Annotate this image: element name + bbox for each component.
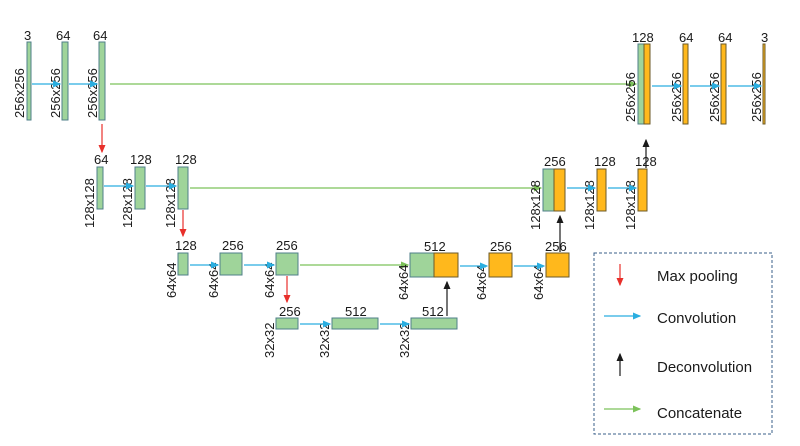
feature-map-block: [98, 41, 106, 121]
feature-map-block: [409, 252, 435, 278]
size-label: 128x128: [582, 180, 597, 230]
channel-label: 64: [56, 28, 70, 43]
channel-label: 256: [544, 154, 566, 169]
size-label: 256x256: [85, 68, 100, 118]
channel-label: 256: [276, 238, 298, 253]
channel-label: 64: [718, 30, 732, 45]
feature-map-block: [433, 252, 459, 278]
size-label: 128x128: [120, 178, 135, 228]
legend-deconvolution-label: Deconvolution: [657, 359, 752, 376]
channel-label: 256: [279, 304, 301, 319]
size-label: 256x256: [749, 72, 764, 122]
size-label: 32x32: [397, 323, 412, 358]
feature-map-block: [762, 43, 766, 125]
size-label: 32x32: [317, 323, 332, 358]
feature-map-block: [331, 317, 379, 330]
feature-map-block: [275, 317, 299, 330]
channel-label: 512: [422, 304, 444, 319]
channel-label: 128: [175, 238, 197, 253]
size-label: 256x256: [707, 72, 722, 122]
feature-map-block: [134, 166, 146, 210]
channel-label: 64: [93, 28, 107, 43]
size-label: 256x256: [669, 72, 684, 122]
feature-map-block: [96, 166, 104, 210]
size-label: 256x256: [623, 72, 638, 122]
feature-map-block: [275, 252, 299, 276]
size-label: 128x128: [163, 178, 178, 228]
feature-map-block: [682, 43, 689, 125]
feature-map-block: [720, 43, 727, 125]
size-label: 64x64: [531, 265, 546, 300]
feature-map-block: [219, 252, 243, 276]
legend-max-pooling-label: Max pooling: [657, 268, 738, 285]
feature-map-block: [488, 252, 513, 278]
feature-map-block: [637, 168, 648, 212]
size-label: 128x128: [82, 178, 97, 228]
size-label: 64x64: [474, 265, 489, 300]
feature-map-block: [61, 41, 69, 121]
channel-label: 128: [635, 154, 657, 169]
channel-label: 128: [632, 30, 654, 45]
size-label: 64x64: [396, 265, 411, 300]
feature-map-block: [26, 41, 32, 121]
channel-label: 64: [679, 30, 693, 45]
legend-concatenate-label: Concatenate: [657, 405, 742, 422]
feature-map-block: [177, 252, 189, 276]
size-label: 128x128: [623, 180, 638, 230]
channel-label: 256: [222, 238, 244, 253]
feature-map-block: [643, 43, 651, 125]
feature-map-block: [542, 168, 555, 212]
feature-map-block: [410, 317, 458, 330]
feature-map-block: [596, 168, 607, 212]
channel-label: 3: [24, 28, 31, 43]
legend-convolution-label: Convolution: [657, 310, 736, 327]
size-label: 128x128: [528, 180, 543, 230]
size-label: 64x64: [262, 263, 277, 298]
channel-label: 512: [424, 239, 446, 254]
size-label: 256x256: [48, 68, 63, 118]
legend-box: [593, 252, 773, 435]
size-label: 256x256: [12, 68, 27, 118]
size-label: 32x32: [262, 323, 277, 358]
feature-map-block: [553, 168, 566, 212]
channel-label: 256: [490, 239, 512, 254]
channel-label: 3: [761, 30, 768, 45]
channel-label: 64: [94, 152, 108, 167]
feature-map-block: [545, 252, 570, 278]
channel-label: 128: [130, 152, 152, 167]
size-label: 64x64: [164, 263, 179, 298]
channel-label: 256: [545, 239, 567, 254]
feature-map-block: [637, 43, 645, 125]
channel-label: 512: [345, 304, 367, 319]
size-label: 64x64: [206, 263, 221, 298]
channel-label: 128: [594, 154, 616, 169]
channel-label: 128: [175, 152, 197, 167]
feature-map-block: [177, 166, 189, 210]
